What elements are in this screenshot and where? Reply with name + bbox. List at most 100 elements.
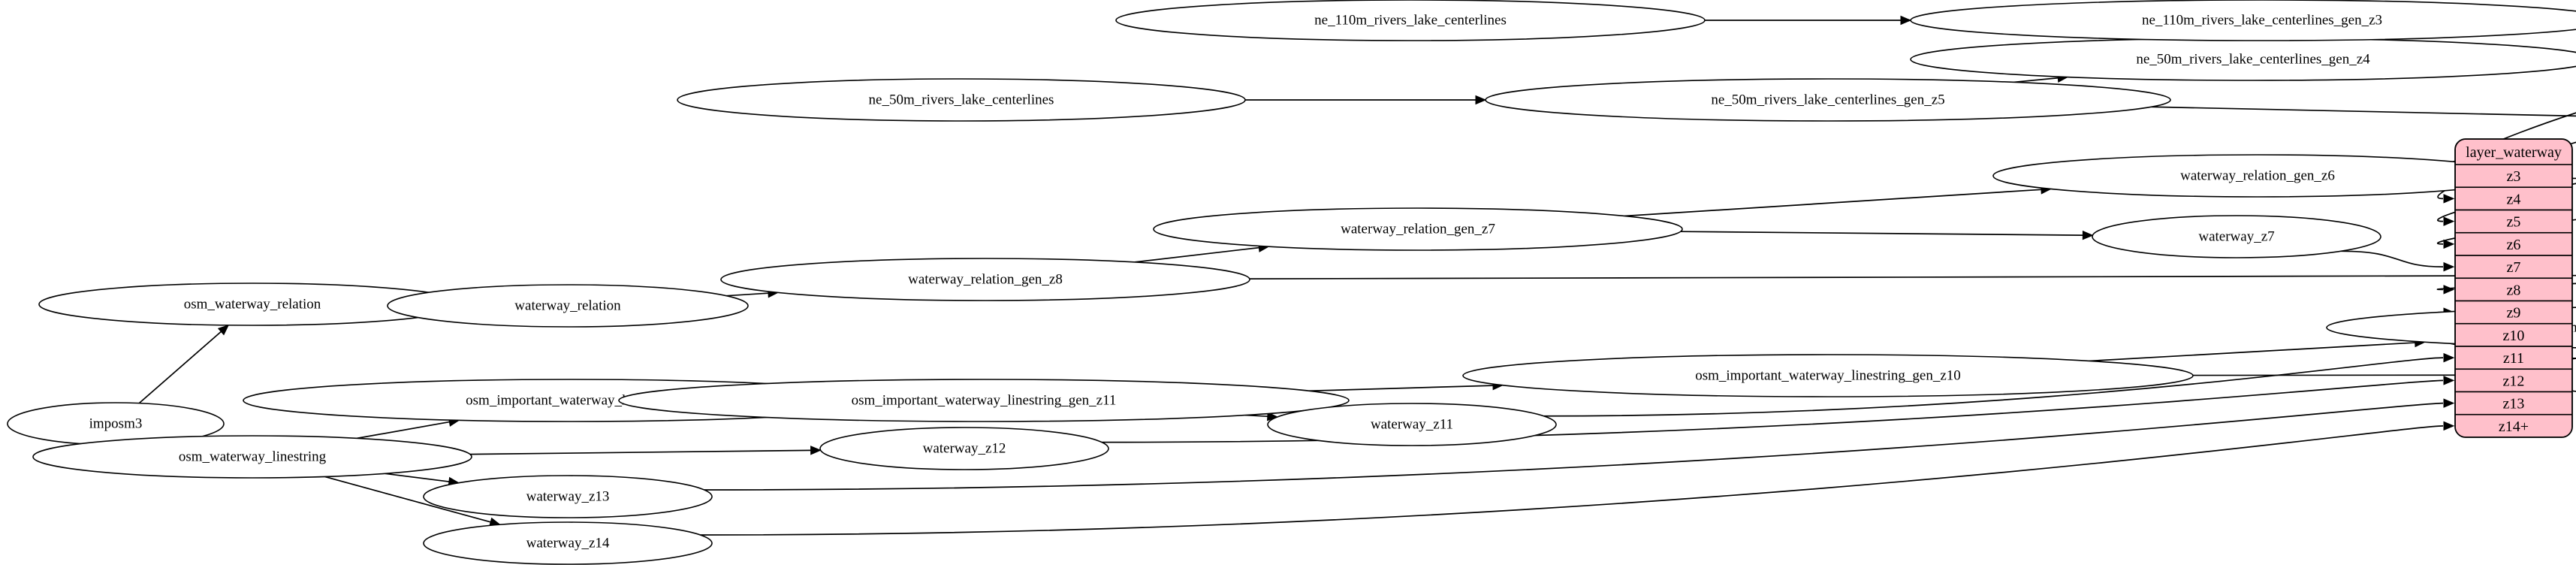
node-label: imposm3 — [89, 416, 143, 432]
edge-waterway_z8-to-z8 — [2436, 282, 2576, 295]
node-shape — [2092, 215, 2381, 258]
layer-box-outline — [2454, 138, 2573, 438]
node-shape — [387, 284, 749, 328]
layer-row-cell — [2455, 322, 2572, 347]
layer-row-z7[interactable]: z7 — [2455, 255, 2572, 279]
layer-row-z13[interactable]: z13 — [2455, 391, 2572, 415]
node-label: osm_waterway_linestring — [179, 449, 327, 465]
node-imposm3[interactable]: imposm3 — [7, 402, 225, 446]
layer-row-z14plus[interactable]: z14+ — [2455, 413, 2572, 437]
node-label: waterway_relation_gen_z6 — [2180, 168, 2335, 184]
node-label: waterway_z11 — [1371, 417, 1453, 433]
layer-row-z12[interactable]: z12 — [2455, 368, 2572, 393]
edge-waterway_z5-to-z5 — [2437, 183, 2576, 226]
node-label: waterway_z7 — [2198, 229, 2274, 245]
layer-row-cell — [2455, 277, 2572, 302]
node-waterway_z13[interactable]: waterway_z13 — [423, 475, 713, 518]
layer-row-label: z3 — [2507, 168, 2521, 185]
node-label: waterway_relation_gen_z8 — [908, 272, 1063, 288]
node-label: waterway_relation_gen_z7 — [1341, 222, 1495, 237]
layer-row-z8[interactable]: z8 — [2455, 277, 2572, 302]
edge-waterway_z6-to-z6 — [2436, 219, 2576, 249]
node-osm_important_waterway_linestring_gen_z11[interactable]: osm_important_waterway_linestring_gen_z1… — [618, 379, 1350, 422]
layer-row-label: z12 — [2503, 373, 2525, 389]
node-shape — [1462, 354, 2194, 397]
node-osm_waterway_linestring[interactable]: osm_waterway_linestring — [32, 435, 472, 479]
layer-row-z11[interactable]: z11 — [2455, 346, 2572, 370]
node-shape — [423, 521, 713, 565]
node-label: ne_110m_rivers_lake_centerlines — [1314, 13, 1507, 29]
layer-row-cell — [2455, 391, 2572, 415]
edge-waterway_z13-to-z13 — [704, 398, 2455, 491]
layer-row-label: z8 — [2507, 282, 2521, 298]
layer-row-z3[interactable]: z3 — [2455, 164, 2572, 189]
node-ne_50m_rivers_lake_centerlines_gen_z5[interactable]: ne_50m_rivers_lake_centerlines_gen_z5 — [1485, 78, 2171, 122]
edge-waterway_relation_gen_z7-to-waterway_z7 — [1680, 230, 2094, 240]
edge-waterway_z14-to-z14+ — [700, 421, 2455, 536]
edge-ne_50m_rivers_lake_centerlines-to-ne_50m_rivers_lake_centerlines_gen_z5 — [1245, 95, 1487, 105]
edge-ne_110m_rivers_lake_centerlines-to-ne_110m_rivers_lake_centerlines_gen_z3 — [1705, 15, 1912, 26]
layer-row-z5[interactable]: z5 — [2455, 209, 2572, 234]
node-label: osm_important_waterway_linestring_gen_z1… — [1695, 368, 1961, 384]
layer-row-label: z9 — [2507, 305, 2521, 322]
node-ne_110m_rivers_lake_centerlines_gen_z3[interactable]: ne_110m_rivers_lake_centerlines_gen_z3 — [1910, 0, 2576, 41]
edge-osm_waterway_linestring-to-osm_important_waterway_linestring — [357, 417, 460, 440]
layer-row-z4[interactable]: z4 — [2455, 186, 2572, 211]
node-ne_110m_rivers_lake_centerlines[interactable]: ne_110m_rivers_lake_centerlines — [1115, 0, 1706, 41]
node-waterway_relation_gen_z6[interactable]: waterway_relation_gen_z6 — [1992, 154, 2523, 198]
layer-row-label: z5 — [2507, 214, 2521, 231]
node-shape — [423, 475, 713, 518]
edge-waterway_z7-to-z7 — [2341, 250, 2455, 272]
layer-row-label: z13 — [2503, 396, 2525, 412]
node-waterway_relation[interactable]: waterway_relation — [387, 284, 749, 328]
node-waterway_relation_gen_z8[interactable]: waterway_relation_gen_z8 — [720, 258, 1250, 301]
node-waterway_z11[interactable]: waterway_z11 — [1267, 403, 1557, 446]
node-shape — [819, 427, 1109, 470]
node-label: ne_50m_rivers_lake_centerlines_gen_z4 — [2136, 52, 2370, 68]
edge-waterway_relation_gen_z7-to-waterway_relation_gen_z6 — [1624, 185, 2053, 217]
layer-row-cell — [2455, 255, 2572, 279]
node-shape — [677, 78, 1246, 122]
node-shape — [618, 379, 1350, 422]
node-label: ne_110m_rivers_lake_centerlines_gen_z3 — [2142, 13, 2382, 29]
node-waterway_z12[interactable]: waterway_z12 — [819, 427, 1109, 470]
node-waterway_z14[interactable]: waterway_z14 — [423, 521, 713, 565]
node-shape — [32, 435, 472, 479]
node-label: ne_50m_rivers_lake_centerlines_gen_z5 — [1711, 92, 1944, 108]
node-shape — [1153, 207, 1683, 251]
edge-osm_important_waterway_linestring_gen_z10-to-osm_important_waterway_linestring_gen_z9 — [2089, 337, 2426, 362]
node-ne_50m_rivers_lake_centerlines[interactable]: ne_50m_rivers_lake_centerlines — [677, 78, 1246, 122]
node-label: osm_waterway_relation — [184, 297, 321, 313]
edge-waterway_relation_gen_z8-to-waterway_z8 — [1249, 274, 2576, 279]
node-label: waterway_z13 — [526, 489, 610, 505]
layer-row-label: z10 — [2503, 328, 2525, 344]
node-ne_50m_rivers_lake_centerlines_gen_z4[interactable]: ne_50m_rivers_lake_centerlines_gen_z4 — [1910, 38, 2576, 81]
edge-osm_waterway_linestring-to-waterway_z12 — [469, 446, 822, 455]
node-waterway_relation_gen_z7[interactable]: waterway_relation_gen_z7 — [1153, 207, 1683, 251]
layer-row-label: z7 — [2507, 259, 2521, 276]
node-shape — [1115, 0, 1706, 41]
layer-row-z6[interactable]: z6 — [2455, 231, 2572, 256]
layer-box-title: layer_waterway — [2466, 144, 2562, 161]
node-label: waterway_z14 — [526, 536, 610, 551]
layer-row-z10[interactable]: z10 — [2455, 322, 2572, 347]
edge-osm_important_waterway_linestring_gen_z11-to-osm_important_waterway_linestring_gen_z10 — [1308, 380, 1504, 392]
edge-imposm3-to-osm_waterway_relation — [138, 324, 230, 404]
node-label: waterway_relation — [514, 298, 621, 314]
node-shape — [1267, 403, 1557, 446]
node-waterway_z7[interactable]: waterway_z7 — [2092, 215, 2381, 258]
edge-ne_50m_rivers_lake_centerlines_gen_z5-to-waterway_z5 — [2151, 106, 2576, 117]
edge-waterway_z11-to-z11 — [1543, 352, 2455, 417]
node-label: waterway_z12 — [923, 441, 1006, 457]
node-shape — [720, 258, 1250, 301]
node-osm_important_waterway_linestring_gen_z10[interactable]: osm_important_waterway_linestring_gen_z1… — [1462, 354, 2194, 397]
layer-row-label: z14+ — [2499, 418, 2529, 435]
node-label: osm_important_waterway_linestring_gen_z1… — [852, 393, 1117, 409]
layer-row-cell — [2455, 346, 2572, 370]
layer-row-cell — [2455, 164, 2572, 189]
layer-row-z9[interactable]: z9 — [2455, 300, 2572, 325]
edge-osm_waterway_linestring-to-waterway_z13 — [385, 473, 460, 487]
